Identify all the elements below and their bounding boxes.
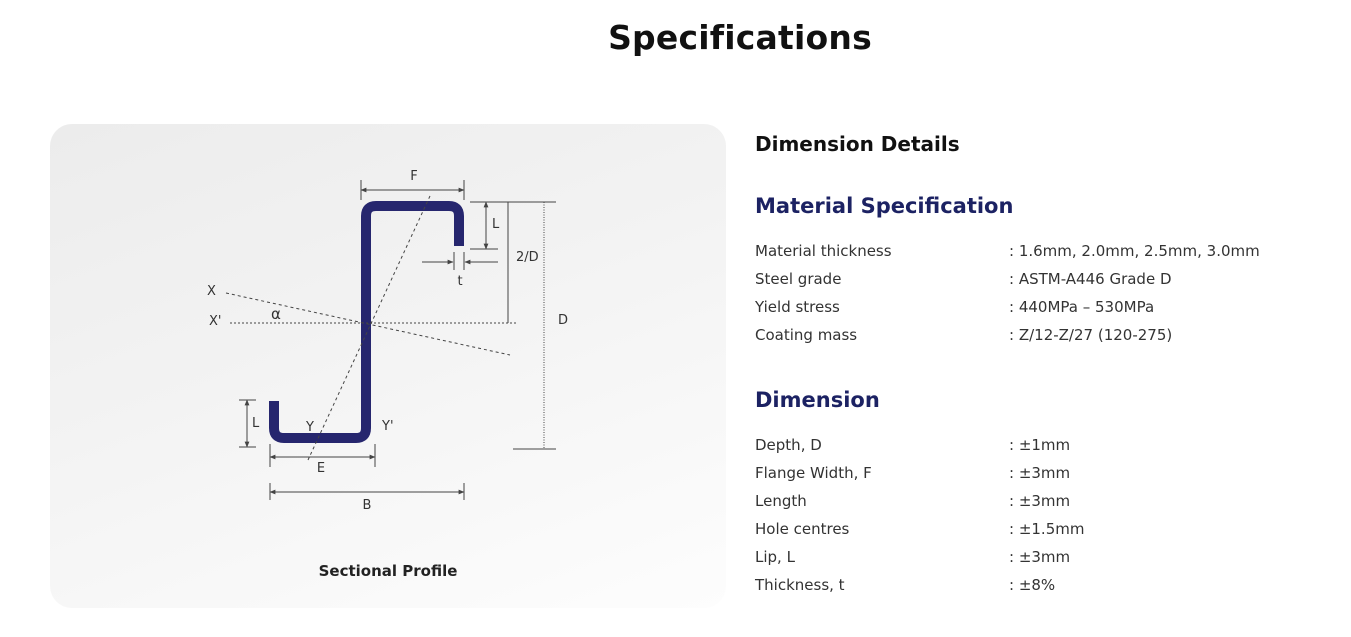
spec-value: : 440MPa – 530MPa [1009, 298, 1155, 316]
dimension-row: Length : ±3mm [755, 492, 1335, 516]
label-t: t [457, 274, 462, 289]
label-l-top: L [492, 217, 500, 232]
page-title: Specifications [608, 18, 872, 57]
spec-label: Yield stress [755, 298, 840, 316]
material-spec-row: Steel grade : ASTM-A446 Grade D [755, 270, 1335, 294]
spec-value: : ±1mm [1009, 436, 1071, 454]
dimension-details-heading: Dimension Details [755, 132, 960, 156]
label-x: X [207, 284, 216, 299]
dimension-heading: Dimension [755, 388, 880, 412]
axis-y-line [307, 195, 431, 461]
axis-x-line [225, 292, 511, 356]
spec-label: Hole centres [755, 520, 850, 538]
label-l-bottom: L [252, 416, 260, 431]
z-purlin-diagram: F L t 2/D D X X' α L Y Y' [207, 169, 568, 513]
label-x-prime: X' [209, 314, 221, 329]
spec-label: Length [755, 492, 807, 510]
z-profile-shape [269, 201, 464, 443]
spec-value: : ±8% [1009, 576, 1056, 594]
spec-value: : ±3mm [1009, 464, 1071, 482]
spec-value: : Z/12-Z/27 (120-275) [1009, 326, 1173, 344]
spec-value: : ASTM-A446 Grade D [1009, 270, 1172, 288]
dimension-row: Hole centres : ±1.5mm [755, 520, 1335, 544]
spec-label: Depth, D [755, 436, 822, 454]
label-d: D [558, 313, 568, 328]
label-y-prime: Y' [381, 419, 394, 434]
spec-value: : ±1.5mm [1009, 520, 1085, 538]
spec-label: Flange Width, F [755, 464, 872, 482]
label-half-depth: 2/D [516, 250, 539, 265]
spec-value: : ±3mm [1009, 548, 1071, 566]
spec-label: Coating mass [755, 326, 858, 344]
dimension-row: Flange Width, F : ±3mm [755, 464, 1335, 488]
label-alpha: α [271, 305, 281, 323]
material-specification-heading: Material Specification [755, 194, 1014, 218]
material-spec-row: Yield stress : 440MPa – 530MPa [755, 298, 1335, 322]
label-y: Y [305, 420, 314, 435]
spec-value: : 1.6mm, 2.0mm, 2.5mm, 3.0mm [1009, 242, 1260, 260]
spec-label: Lip, L [755, 548, 795, 566]
spec-value: : ±3mm [1009, 492, 1071, 510]
label-f: F [410, 169, 417, 184]
diagram-caption: Sectional Profile [318, 562, 458, 580]
spec-label: Thickness, t [755, 576, 845, 594]
dimension-row: Thickness, t : ±8% [755, 576, 1335, 600]
material-spec-row: Coating mass : Z/12-Z/27 (120-275) [755, 326, 1335, 350]
material-spec-row: Material thickness : 1.6mm, 2.0mm, 2.5mm… [755, 242, 1335, 266]
sectional-profile-card: F L t 2/D D X X' α L Y Y' [50, 124, 726, 608]
dimension-row: Lip, L : ±3mm [755, 548, 1335, 572]
spec-label: Steel grade [755, 270, 842, 288]
label-e: E [317, 461, 325, 476]
spec-label: Material thickness [755, 242, 892, 260]
dimension-row: Depth, D : ±1mm [755, 436, 1335, 460]
label-b: B [363, 498, 372, 513]
